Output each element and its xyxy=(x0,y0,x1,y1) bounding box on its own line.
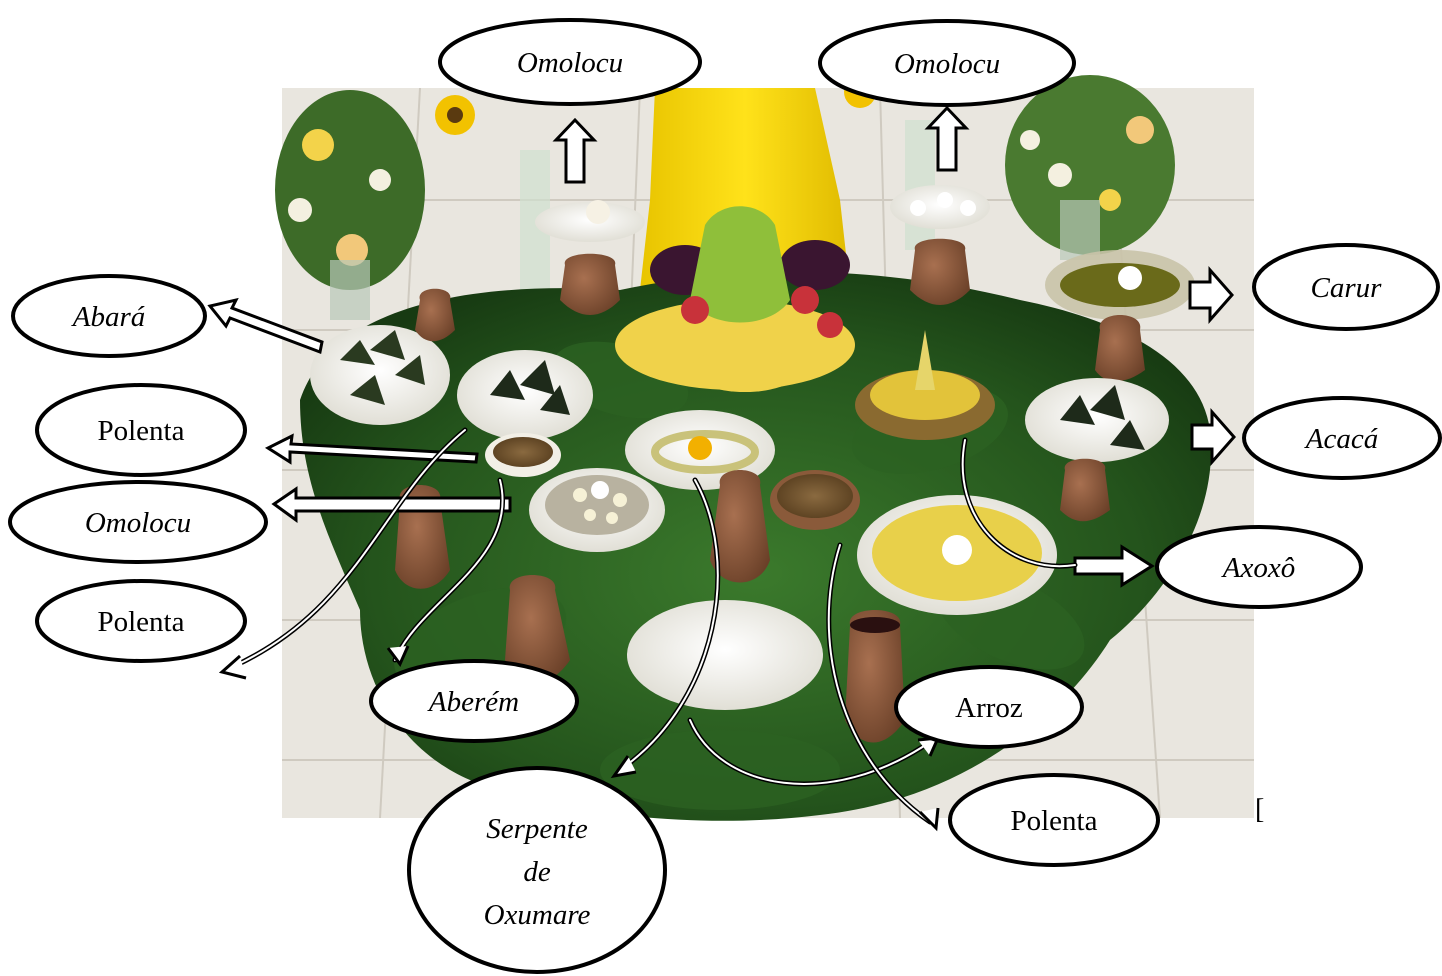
bubble-abara: Abará xyxy=(11,274,207,358)
label-serpente-line1: Serpente xyxy=(486,813,588,845)
pot-top-left xyxy=(535,200,645,315)
arrow-to-acaca xyxy=(1190,408,1236,466)
pot-center xyxy=(710,470,770,583)
bowl-polenta-small xyxy=(485,433,561,477)
bubble-omolocu-left: Omolocu xyxy=(8,480,268,564)
flowers-right xyxy=(844,75,1175,260)
arrow-to-polenta-upper xyxy=(264,433,479,465)
bracket-mark: [ xyxy=(1255,794,1264,825)
label-polenta-left-lower: Polenta xyxy=(98,606,185,638)
label-abara: Abará xyxy=(71,301,146,333)
bubble-omolocu-top-left: Omolocu xyxy=(438,18,702,106)
label-aberem: Aberém xyxy=(427,686,519,718)
label-arroz: Arroz xyxy=(955,692,1023,724)
bowl-polenta-center xyxy=(770,470,860,530)
bubble-carur: Carur xyxy=(1252,243,1440,331)
label-serpente-line3: Oxumare xyxy=(484,899,591,931)
label-axoxo: Axoxô xyxy=(1221,552,1295,584)
label-serpente-line2: de xyxy=(523,856,551,888)
bubble-polenta-bottom-right: Polenta xyxy=(948,773,1160,867)
label-omolocu-left: Omolocu xyxy=(85,507,191,539)
label-polenta-bottom-right: Polenta xyxy=(1011,805,1098,837)
arrow-to-axoxo xyxy=(1073,544,1155,588)
arrow-to-carur xyxy=(1188,266,1234,324)
plate-corn xyxy=(857,495,1057,615)
arrow-up-omolocu-right xyxy=(924,105,970,172)
bowl-carur xyxy=(1045,250,1195,382)
bubble-polenta-left-lower: Polenta xyxy=(35,579,247,663)
yellow-cloth xyxy=(640,88,850,290)
bubble-aberem: Aberém xyxy=(369,659,579,743)
plate-abara xyxy=(310,288,455,425)
plate-axoxo xyxy=(855,330,995,440)
bubble-polenta-left-upper: Polenta xyxy=(35,383,247,477)
bubble-arroz: Arroz xyxy=(894,665,1084,749)
plate-serpent xyxy=(625,410,775,490)
block-arrows xyxy=(207,105,1236,588)
bubble-axoxo: Axoxô xyxy=(1155,525,1363,609)
plate-acaca xyxy=(1025,378,1169,522)
pot-bottom-right xyxy=(845,610,905,743)
arrow-up-omolocu-left xyxy=(552,117,598,184)
pot-top-right xyxy=(890,185,990,305)
photo xyxy=(275,75,1254,821)
plate-omolocu-center xyxy=(529,468,665,552)
label-acaca: Acacá xyxy=(1304,423,1378,455)
label-carur: Carur xyxy=(1311,272,1383,304)
bubble-serpente: Serpente de Oxumare xyxy=(407,766,667,974)
label-polenta-left-upper: Polenta xyxy=(98,415,185,447)
plate-dark-pyramids xyxy=(457,350,593,440)
arrow-to-omolocu-left xyxy=(271,486,512,523)
label-omolocu-top-left: Omolocu xyxy=(517,47,623,79)
arrow-to-abara xyxy=(207,297,324,355)
curved-arrows xyxy=(218,427,1078,832)
label-omolocu-top-right: Omolocu xyxy=(894,48,1000,80)
bubble-omolocu-top-right: Omolocu xyxy=(818,19,1076,107)
fruit-centerpiece xyxy=(615,206,855,392)
plate-aberem-empty xyxy=(627,600,823,710)
bubble-acaca: Acacá xyxy=(1242,396,1442,480)
